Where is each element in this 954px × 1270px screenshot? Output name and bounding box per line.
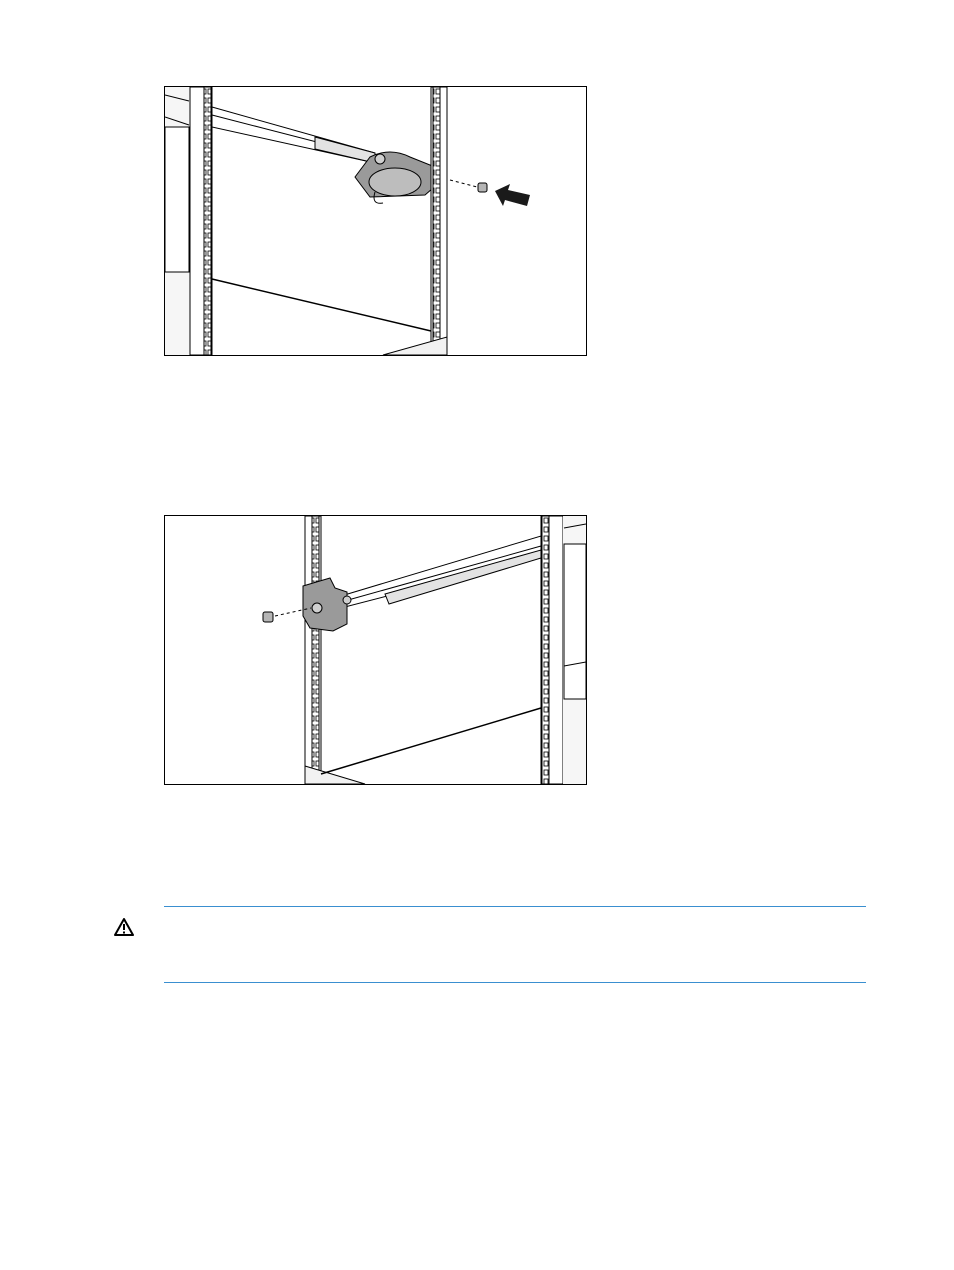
warning-top-rule: [164, 906, 866, 907]
figure-rack-rail-front: [164, 86, 587, 356]
warning-triangle-icon: [113, 917, 135, 937]
figure-rack-rail-rear: [164, 515, 587, 785]
warning-bottom-rule: [164, 982, 866, 983]
rack-rail-illustration-2: [165, 516, 586, 784]
rack-rail-illustration-1: [165, 87, 586, 355]
